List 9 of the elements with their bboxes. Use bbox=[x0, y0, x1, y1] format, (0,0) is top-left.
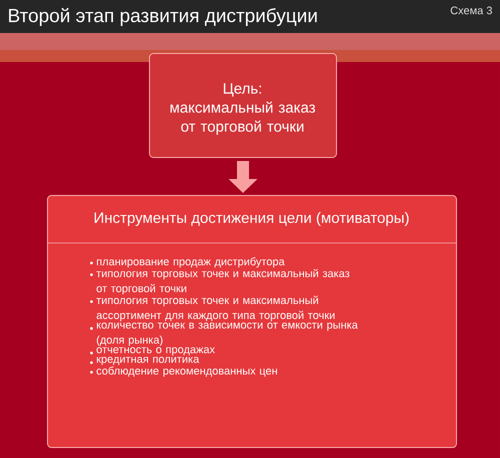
bullet-item: отчетность о продажах bbox=[90, 347, 215, 356]
bullet-item: соблюдение рекомендованных цен bbox=[90, 366, 277, 377]
goal-box: Цель: максимальный заказ от торговой точки bbox=[149, 53, 337, 158]
bullet-item: кредитная политика bbox=[90, 356, 200, 366]
scheme-number: Схема 3 bbox=[450, 6, 492, 14]
bullet-item: количество точек в зависимости от емкости рынка (доля рынка) bbox=[90, 322, 358, 346]
bullet-item: планирование продаж дистрибутора bbox=[90, 257, 285, 268]
title: Второй этап развития дистрибуции bbox=[9, 8, 317, 26]
tools-box: Инструменты достижения цели (мотиваторы) планирование продаж дистрибутора типология торговых точек и максимальный заказ от торговой точки типология торговых точек и максимальный ассортимент для каждого типа торговой точки количество точек в зависимости от емкости рынка (доля рынка) отчетность о продажах кредитная политика соблюдение рекомендованных цен bbox=[46, 195, 457, 448]
